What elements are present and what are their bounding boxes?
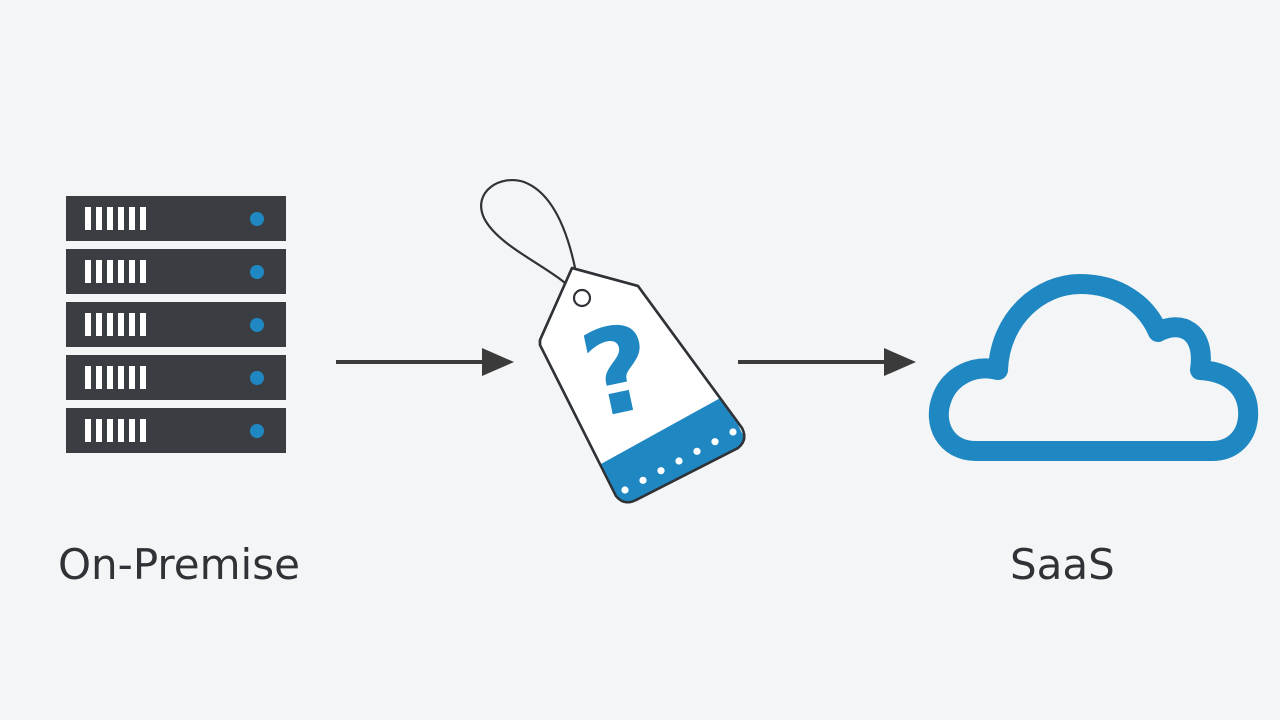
tag-dot xyxy=(675,457,683,465)
tag-dot xyxy=(621,486,629,494)
on-premise-label: On-Premise xyxy=(58,540,300,589)
price-tag-icon: ? xyxy=(480,179,746,504)
saas-label: SaaS xyxy=(1010,540,1115,589)
server-unit xyxy=(66,302,286,347)
server-unit xyxy=(66,408,286,453)
cloud-icon xyxy=(928,274,1259,461)
tag-dot xyxy=(693,447,701,455)
tag-dot xyxy=(711,438,719,446)
server-rack-icon xyxy=(66,196,286,453)
status-led-icon xyxy=(250,212,264,226)
tag-dot xyxy=(657,467,665,475)
status-led-icon xyxy=(250,318,264,332)
server-unit xyxy=(66,355,286,400)
status-led-icon xyxy=(250,265,264,279)
status-led-icon xyxy=(250,424,264,438)
arrow-right-icon xyxy=(336,348,514,376)
tag-dot xyxy=(729,428,737,436)
tag-dots xyxy=(621,428,737,494)
server-unit xyxy=(66,196,286,241)
arrow-right-icon xyxy=(738,348,916,376)
server-unit xyxy=(66,249,286,294)
tag-dot xyxy=(639,476,647,484)
status-led-icon xyxy=(250,371,264,385)
